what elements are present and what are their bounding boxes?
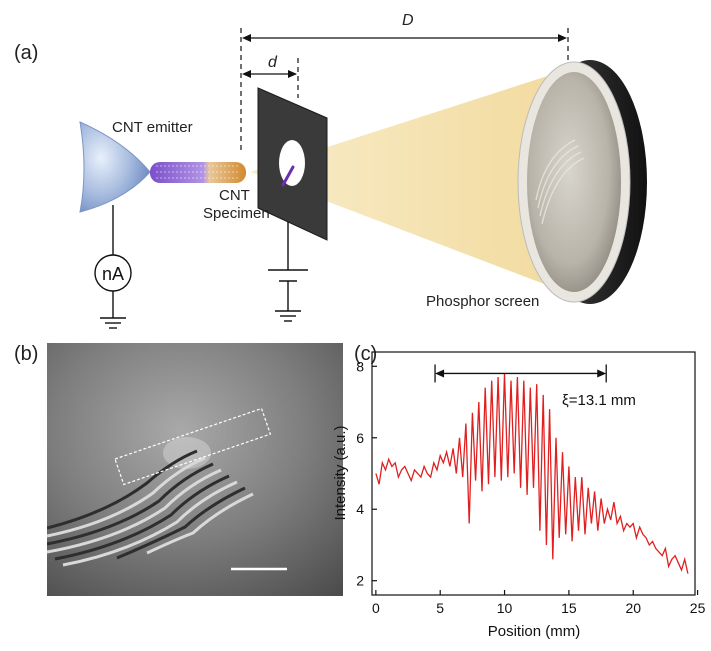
emitter-tip bbox=[79, 121, 151, 213]
dim-D-arrowhead-right bbox=[558, 34, 567, 42]
x-tick-label: 0 bbox=[372, 600, 380, 616]
dim-d-arrowhead-right bbox=[288, 70, 297, 78]
projection-background bbox=[47, 343, 343, 596]
screen-label: Phosphor screen bbox=[426, 293, 540, 310]
screen-fringes bbox=[535, 139, 585, 225]
projection-image bbox=[47, 343, 343, 596]
phosphor-screen bbox=[527, 72, 621, 292]
intensity-series-line bbox=[375, 373, 689, 574]
x-axis-label: Position (mm) bbox=[488, 623, 581, 640]
ammeter-label: nA bbox=[102, 264, 124, 284]
dim-D-arrowhead-left bbox=[242, 34, 251, 42]
x-tick-label: 5 bbox=[436, 600, 444, 616]
y-tick-label: 2 bbox=[356, 573, 364, 589]
x-tick-label: 10 bbox=[497, 600, 513, 616]
cnt-specimen-fiber bbox=[281, 165, 295, 187]
coherence-annotation: ξ=13.1 mm bbox=[562, 392, 636, 409]
coherence-arrowhead-left bbox=[435, 369, 445, 378]
y-tick-label: 4 bbox=[356, 501, 364, 517]
y-tick-label: 6 bbox=[356, 430, 364, 446]
panel-a-label: (a) bbox=[14, 42, 39, 64]
dim-D-label: D bbox=[402, 12, 414, 29]
panel-b-label: (b) bbox=[14, 343, 39, 365]
cnt-emitter-tube bbox=[150, 162, 246, 183]
setup-diagram: nA bbox=[79, 28, 647, 329]
x-tick-label: 15 bbox=[561, 600, 577, 616]
chart-frame bbox=[371, 351, 696, 596]
coherence-arrowhead-right bbox=[597, 369, 607, 378]
profile-region-box bbox=[114, 407, 272, 486]
dim-d-label: d bbox=[268, 54, 277, 71]
specimen-label-line1: CNT bbox=[219, 187, 250, 204]
specimen-aperture bbox=[279, 140, 305, 186]
dim-d-arrowhead-left bbox=[242, 70, 251, 78]
cnt-mesh bbox=[156, 165, 240, 179]
fringe-pattern bbox=[47, 449, 254, 567]
x-tick-label: 20 bbox=[625, 600, 641, 616]
x-tick-label: 25 bbox=[690, 600, 706, 616]
specimen-label-line2: Specimen bbox=[203, 205, 270, 222]
emitter-label: CNT emitter bbox=[112, 119, 193, 136]
electron-beam bbox=[250, 72, 560, 290]
panel-c-label: (c) bbox=[354, 343, 378, 365]
